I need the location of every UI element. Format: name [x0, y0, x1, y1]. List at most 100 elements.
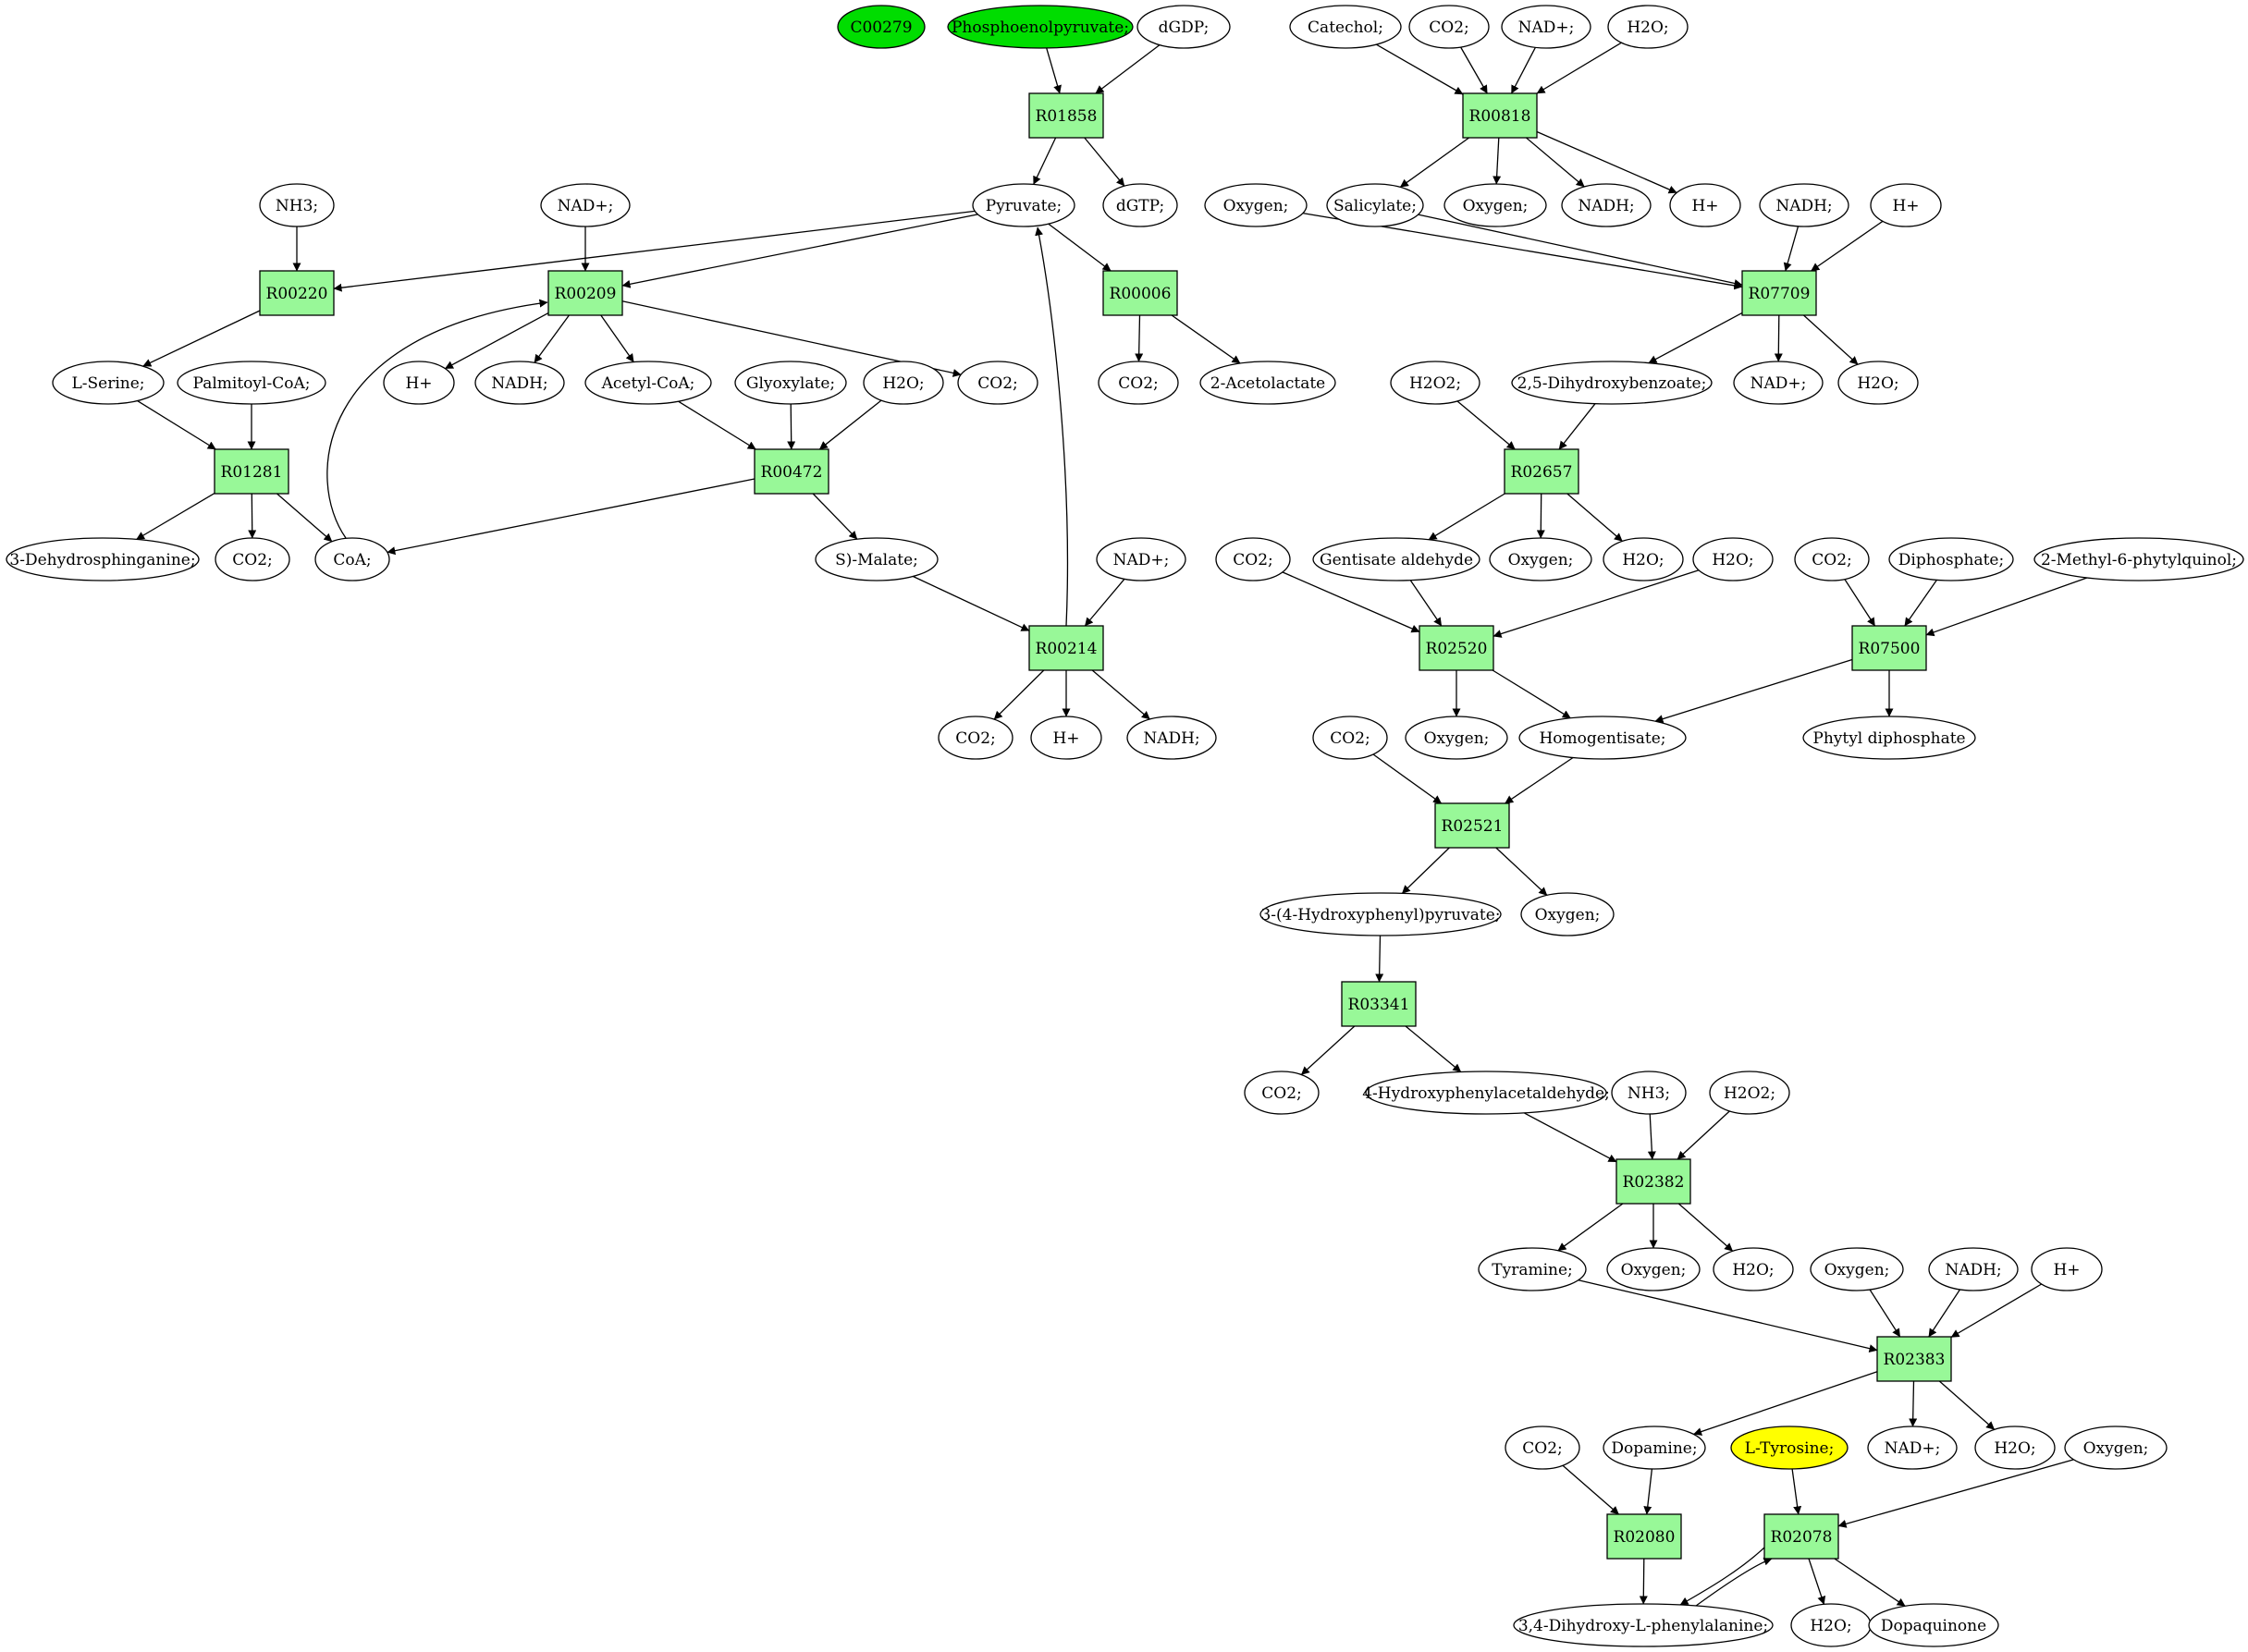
compound-ellipse — [1692, 537, 1774, 581]
reaction-node: R01858 — [1028, 92, 1104, 139]
compound-node: H+ — [1669, 183, 1741, 227]
compound-node: CO2; — [215, 537, 290, 581]
compound-node: NH3; — [259, 183, 335, 227]
compound-label: Oxygen; — [1463, 197, 1529, 215]
compound-node: 2-Methyl-6-phytylquinol; — [2033, 537, 2244, 581]
reaction-box — [1876, 1336, 1952, 1382]
compound-ellipse — [815, 537, 939, 581]
compound-node: Oxygen; — [1520, 892, 1615, 936]
reaction-node: R00818 — [1462, 92, 1538, 139]
reaction-label: R01281 — [221, 463, 283, 482]
compound-ellipse — [314, 537, 390, 581]
compound-node: 4-Hydroxyphenylacetaldehyde; — [1362, 1071, 1610, 1115]
compound-label: C00279 — [850, 18, 912, 37]
edge-r15-to-c61 — [1677, 1203, 1734, 1252]
compound-node: CO2; — [1215, 537, 1291, 581]
compound-label: CO2; — [232, 551, 273, 569]
compound-node: H+ — [2031, 1247, 2103, 1291]
reaction-node: R07500 — [1851, 625, 1927, 671]
compound-ellipse — [1326, 183, 1424, 227]
compound-label: 3,4-Dihydroxy-L-phenylalanine; — [1518, 1617, 1768, 1635]
edge-c13-to-r06 — [1418, 214, 1743, 288]
compound-ellipse — [1709, 1071, 1790, 1115]
compound-label: L-Serine; — [71, 374, 144, 393]
edge-c17-to-r06 — [1783, 226, 1800, 272]
edge-c49-to-r13 — [1372, 753, 1443, 804]
compound-label: Dopamine; — [1611, 1439, 1697, 1458]
compound-ellipse — [1713, 1247, 1794, 1291]
compound-ellipse — [1868, 1603, 1999, 1647]
edge-r04-to-c22 — [534, 314, 570, 363]
compound-label: H2O; — [1810, 1617, 1851, 1635]
edge-c64-to-r16 — [1950, 1283, 2043, 1339]
edge-r02-to-c16 — [1536, 130, 1677, 194]
compound-label: H+ — [1691, 197, 1718, 215]
reaction-node: R02520 — [1419, 625, 1494, 671]
edge-c24-to-r08 — [787, 403, 796, 450]
compound-label: Oxygen; — [1621, 1261, 1687, 1279]
compound-label: NAD+; — [1518, 18, 1575, 37]
compound-node: C00279 — [837, 5, 926, 49]
compound-label: CO2; — [1812, 551, 1852, 569]
compound-label: H2O; — [1622, 551, 1664, 569]
edge-c29-to-r09 — [1456, 400, 1516, 450]
compound-ellipse — [1030, 716, 1102, 760]
reaction-box — [1102, 270, 1178, 316]
compound-node: Oxygen; — [1204, 183, 1308, 227]
compound-ellipse — [1126, 716, 1217, 760]
edge-r13-to-c54 — [1495, 847, 1548, 896]
edge-c10-to-r04 — [621, 214, 978, 288]
edge-r18-to-c73 — [1834, 1558, 1906, 1607]
edge-c57-to-r15 — [1647, 1113, 1656, 1160]
compound-ellipse — [1606, 1247, 1701, 1291]
reaction-box — [754, 448, 829, 495]
compound-label: H2O2; — [1724, 1084, 1775, 1103]
reaction-box — [214, 448, 289, 495]
compound-label: dGTP; — [1116, 197, 1164, 215]
compound-label: Oxygen; — [1223, 197, 1289, 215]
compound-node: CO2; — [938, 716, 1013, 760]
compound-ellipse — [1443, 183, 1547, 227]
edge-c30-to-r09 — [1558, 403, 1596, 450]
reaction-box — [547, 270, 623, 316]
reaction-box — [1341, 981, 1417, 1027]
compound-node: Oxygen; — [1443, 183, 1547, 227]
edge-r07-to-c33 — [136, 493, 215, 541]
compound-ellipse — [1733, 361, 1824, 405]
reaction-box — [1763, 1513, 1839, 1560]
compound-label: CO2; — [1522, 1439, 1563, 1458]
edge-r04-to-c21 — [445, 312, 549, 370]
compound-ellipse — [1669, 183, 1741, 227]
compound-label: 2-Methyl-6-phytylquinol; — [2041, 551, 2237, 569]
reaction-label: R03341 — [1348, 996, 1410, 1014]
edge-c51-to-r13 — [1505, 756, 1574, 804]
compound-node: L-Serine; — [52, 361, 165, 405]
compound-node: NH3; — [1611, 1071, 1687, 1115]
compound-ellipse — [1870, 183, 1942, 227]
reaction-label: R07500 — [1859, 640, 1921, 658]
compound-ellipse — [2064, 1426, 2168, 1470]
compound-node: H2O; — [863, 361, 944, 405]
compound-node: Palmitoyl-CoA; — [177, 361, 326, 405]
compound-ellipse — [474, 361, 565, 405]
compound-label: CO2; — [977, 374, 1018, 393]
reaction-label: R00220 — [266, 285, 328, 303]
reaction-label: R02520 — [1426, 640, 1488, 658]
compound-node: NAD+; — [540, 183, 631, 227]
edge-r09-to-c39 — [1428, 493, 1505, 541]
compound-label: Oxygen; — [1508, 551, 1574, 569]
edge-c04-to-r02 — [1375, 43, 1464, 95]
compound-label: CO2; — [955, 729, 996, 748]
compound-node: Catechol; — [1289, 5, 1402, 49]
reaction-box — [1615, 1158, 1691, 1205]
edge-r13-to-c53 — [1401, 847, 1450, 894]
compound-ellipse — [1215, 537, 1291, 581]
compound-label: NAD+; — [1113, 551, 1170, 569]
edge-r06-to-c32 — [1803, 314, 1859, 365]
compound-node: NADH; — [1126, 716, 1217, 760]
edge-r14-to-c55 — [1300, 1025, 1356, 1075]
compound-node: Oxygen; — [1606, 1247, 1701, 1291]
reaction-node: R00214 — [1028, 625, 1104, 671]
reaction-node: R00220 — [259, 270, 335, 316]
compound-node: 2-Acetolactate — [1199, 361, 1336, 405]
